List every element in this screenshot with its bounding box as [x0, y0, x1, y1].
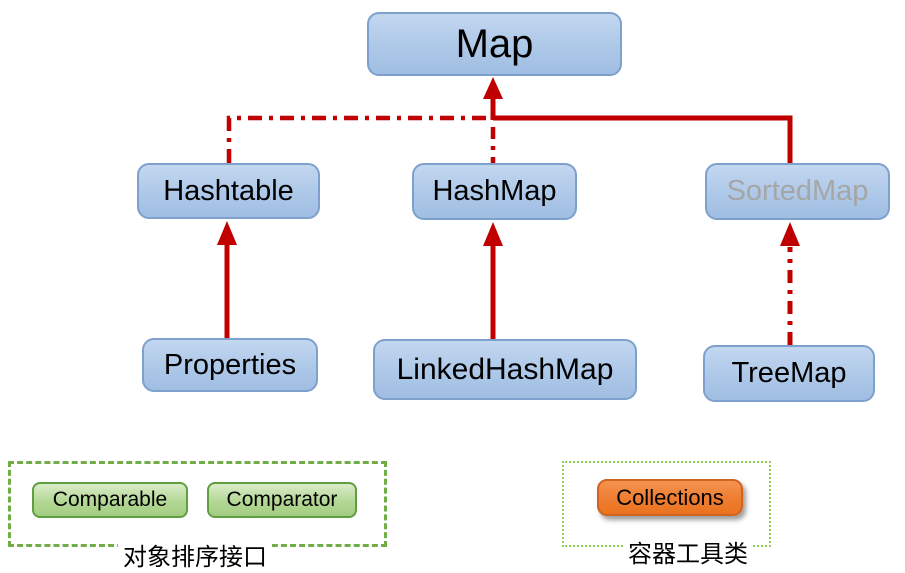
- edge-treemap-sortedmap: [780, 222, 800, 345]
- node-hashtable-label: Hashtable: [163, 174, 294, 207]
- node-linkedhashmap-label: LinkedHashMap: [396, 352, 614, 386]
- node-map-label: Map: [455, 21, 534, 66]
- node-treemap-label: TreeMap: [731, 357, 847, 389]
- chip-comparable: Comparable: [32, 482, 188, 518]
- node-hashmap-label: HashMap: [432, 175, 557, 207]
- node-hashtable: Hashtable: [137, 163, 320, 219]
- chip-collections: Collections: [597, 479, 743, 516]
- node-properties: Properties: [142, 338, 318, 392]
- chip-comparator-label: Comparator: [226, 488, 338, 511]
- utility-group-caption: 容器工具类: [623, 534, 753, 569]
- node-hashmap: HashMap: [412, 163, 577, 220]
- node-sortedmap-label: SortedMap: [726, 175, 869, 207]
- node-map: Map: [367, 12, 622, 76]
- chip-comparator: Comparator: [207, 482, 357, 518]
- node-sortedmap: SortedMap: [705, 163, 890, 220]
- sorting-group-caption: 对象排序接口: [118, 537, 272, 572]
- node-linkedhashmap: LinkedHashMap: [373, 339, 637, 400]
- edge-linkedhashmap-hashmap: [483, 222, 503, 339]
- edge-sortedmap-map: [493, 115, 793, 163]
- node-treemap: TreeMap: [703, 345, 875, 402]
- edge-hashtable-map: [226, 115, 488, 163]
- node-properties-label: Properties: [163, 348, 297, 381]
- edge-properties-hashtable: [217, 221, 237, 338]
- edge-arrow-into-map: [483, 77, 503, 120]
- chip-comparable-label: Comparable: [52, 488, 168, 511]
- chip-collections-label: Collections: [616, 484, 724, 510]
